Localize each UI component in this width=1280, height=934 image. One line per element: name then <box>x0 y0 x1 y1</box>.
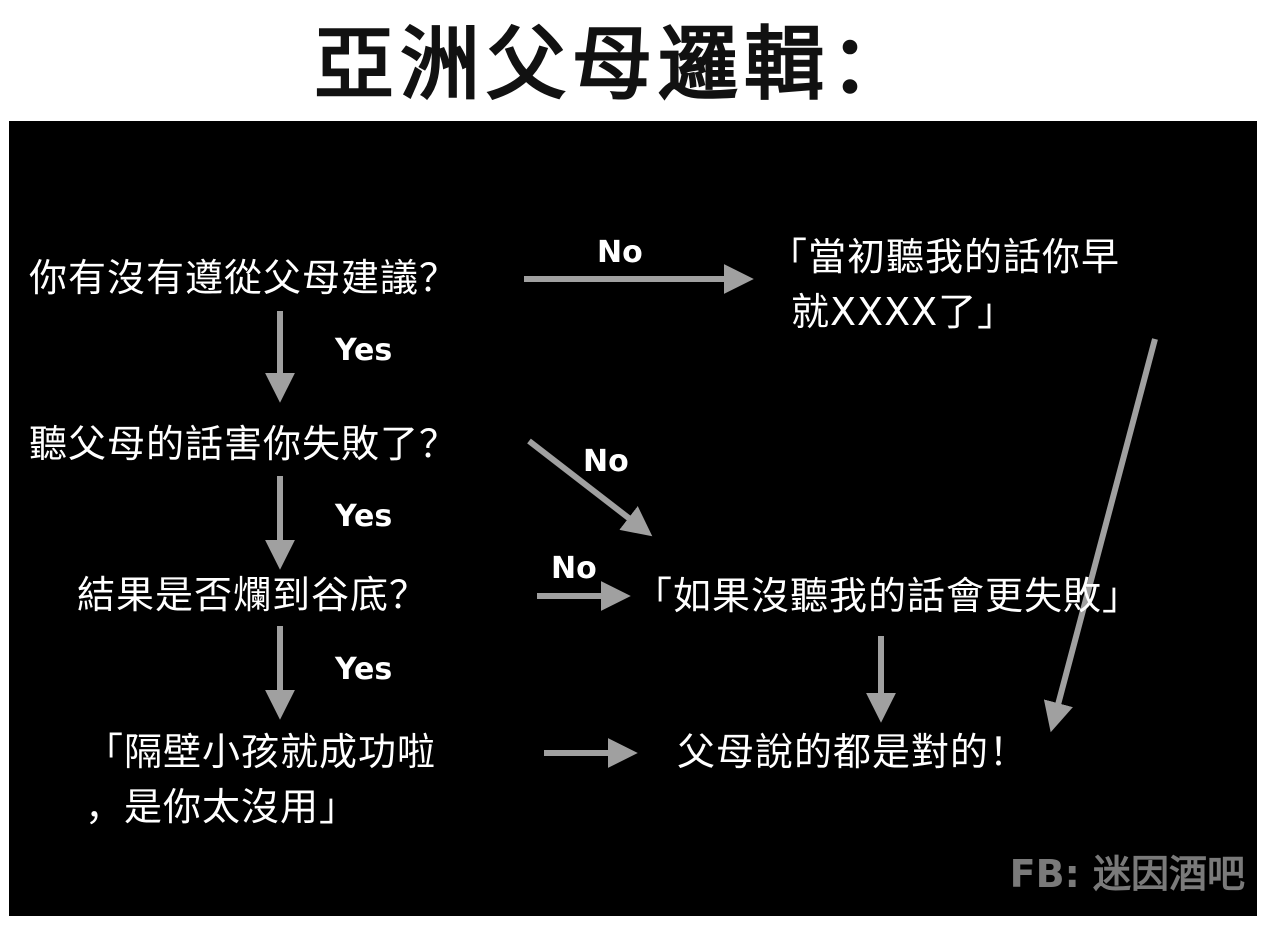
flowchart-arrows <box>265 264 1158 768</box>
label-q3-yes: Yes <box>335 652 393 687</box>
flowchart-panel: 你有沒有遵從父母建議？ 聽父母的話害你失敗了？ 結果是否爛到谷底？ 「隔壁小孩就… <box>9 121 1257 916</box>
label-q1-no: No <box>597 235 643 270</box>
arrow-listened-to-conclusion <box>1043 338 1158 733</box>
quote-neighbor-kid-line2: ，是你太沒用」 <box>85 785 359 829</box>
question-followed-advice: 你有沒有遵從父母建議？ <box>29 256 459 300</box>
quote-if-listened-line1: 「當初聽我的話你早 <box>769 235 1121 279</box>
credit-watermark: FB: 迷因酒吧 <box>1009 852 1245 896</box>
label-q2-no: No <box>583 444 629 479</box>
label-q1-yes: Yes <box>335 333 393 368</box>
quote-would-fail-more: 「如果沒聽我的話會更失敗」 <box>634 574 1142 618</box>
question-hit-rock-bottom: 結果是否爛到谷底？ <box>77 573 429 617</box>
quote-neighbor-kid-line1: 「隔壁小孩就成功啦 <box>85 730 437 774</box>
label-q3-no: No <box>551 551 597 586</box>
question-listening-caused-failure: 聽父母的話害你失敗了？ <box>29 422 459 466</box>
label-q2-yes: Yes <box>335 499 393 534</box>
quote-if-listened-line2: 就XXXX了」 <box>791 290 1017 334</box>
conclusion-parents-right: 父母說的都是對的！ <box>677 730 1029 774</box>
page-title: 亞洲父母邏輯： <box>314 17 916 111</box>
arrow-q2-no <box>527 438 653 537</box>
